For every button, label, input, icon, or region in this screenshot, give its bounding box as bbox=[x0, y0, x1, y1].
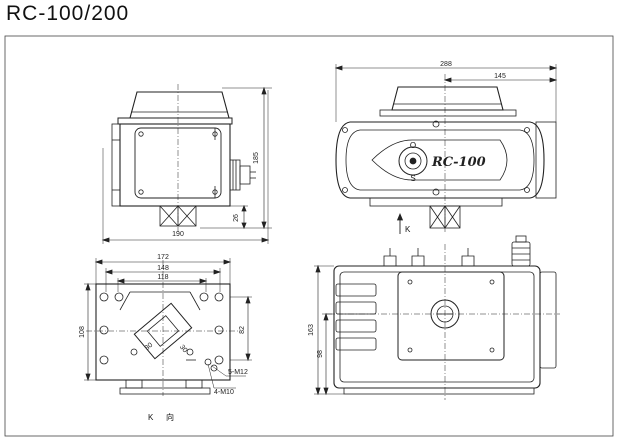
dim-front-base: 26 bbox=[233, 214, 240, 222]
dim-side-offset: 145 bbox=[494, 73, 506, 80]
dim-top-98: 98 bbox=[317, 350, 324, 358]
indicator-open: O bbox=[410, 141, 416, 150]
indicator-shut: S bbox=[410, 174, 415, 183]
dim-bottom-148: 148 bbox=[157, 265, 169, 272]
view-arrow-label: K bbox=[405, 225, 411, 234]
bottom-view bbox=[84, 258, 252, 396]
front-view bbox=[101, 84, 272, 244]
dim-side-total: 288 bbox=[440, 61, 452, 68]
drawing-frame bbox=[4, 35, 614, 437]
page-title: RC-100/200 bbox=[6, 2, 130, 25]
logo-text: RC-100 bbox=[431, 155, 486, 170]
dim-bottom-108: 108 bbox=[79, 326, 86, 338]
dim-front-height: 185 bbox=[253, 152, 260, 164]
side-view bbox=[334, 64, 558, 234]
dim-bottom-118: 118 bbox=[157, 274, 168, 281]
view-caption-direction: 向 bbox=[166, 412, 174, 422]
dim-bottom-82: 82 bbox=[239, 326, 246, 334]
dim-bottom-172: 172 bbox=[157, 254, 169, 261]
dim-bottom-30a: 30 bbox=[144, 342, 155, 352]
dim-front-width: 190 bbox=[172, 231, 184, 238]
top-view bbox=[314, 235, 560, 400]
thread-label-m12: 5-M12 bbox=[228, 369, 248, 376]
dim-bottom-30b: 30 bbox=[178, 344, 188, 355]
view-caption-k: K bbox=[148, 413, 154, 422]
dim-top-163: 163 bbox=[308, 324, 315, 336]
thread-label-m10: 4-M10 bbox=[214, 389, 234, 396]
